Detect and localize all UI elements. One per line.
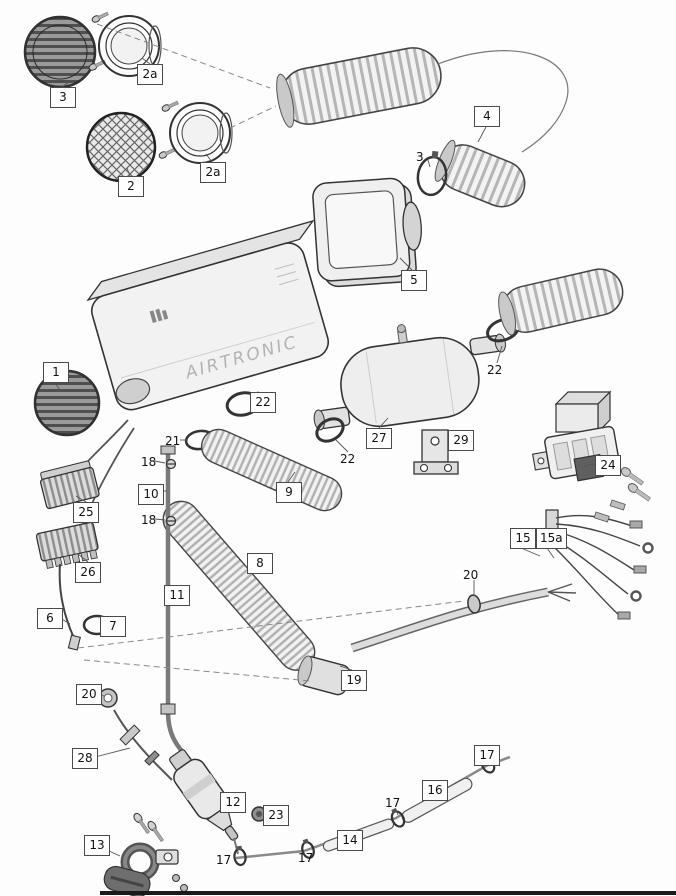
bottom-edge-rule (100, 891, 676, 895)
part-label: 22 (250, 392, 276, 413)
hose-clamp-17-a (233, 845, 247, 867)
end-sleeve-19 (297, 655, 351, 696)
hose-clamp-17-c (390, 807, 406, 828)
part-label: 8 (247, 553, 273, 574)
part-label: 27 (366, 428, 392, 449)
part-label: 4 (474, 106, 500, 127)
screw-18-lower (165, 515, 177, 527)
part-label: 6 (37, 608, 63, 629)
grommet-20 (98, 688, 118, 708)
part-label: 3 (416, 150, 424, 164)
power-cable-20 (350, 583, 577, 653)
part-label: 10 (138, 484, 164, 505)
round-vent-grille (23, 15, 97, 89)
flange-adapter-5 (312, 177, 422, 288)
part-label: 25 (73, 502, 99, 523)
part-label: 28 (72, 748, 98, 769)
part-label: 9 (276, 482, 302, 503)
routing-curve (437, 50, 569, 153)
part-label: 17 (474, 745, 500, 766)
part-label: 20 (463, 568, 479, 582)
part-label: 15 (510, 528, 536, 549)
ring-screws (88, 11, 179, 159)
part-label: 2a (200, 162, 226, 183)
exhaust-clamp-22-inlet (315, 417, 345, 443)
mounting-ring-2a-upper (98, 15, 162, 77)
part-label: 12 (220, 792, 246, 813)
part-label: 23 (263, 805, 289, 826)
fuel-line-28 (113, 709, 173, 781)
part-label: 17 (385, 796, 401, 810)
connector-26 (35, 521, 99, 569)
part-label: 7 (100, 616, 126, 637)
intake-cap-1 (33, 369, 101, 437)
part-label: 14 (337, 830, 363, 851)
muffler-27 (313, 324, 506, 431)
part-label: 22 (340, 452, 356, 466)
kit-screws (620, 467, 644, 486)
sensor-wire-6 (58, 563, 81, 651)
part-label: 29 (448, 430, 474, 451)
screw-18-upper (165, 458, 177, 470)
part-label: 5 (401, 270, 427, 291)
brand-logo-bars (149, 308, 169, 324)
air-duct-top (276, 47, 442, 128)
part-label: 22 (487, 363, 503, 377)
part-label: 26 (75, 562, 101, 583)
part-label: 1 (43, 362, 69, 383)
assembly-guide-lines (77, 23, 465, 682)
part-label: 2 (118, 176, 144, 197)
hose-clamp-17-b (301, 838, 315, 859)
part-label: 18 (141, 455, 157, 469)
part-label: 18 (141, 513, 157, 527)
part-label: 24 (595, 455, 621, 476)
part-label: 17 (298, 851, 314, 865)
part-label: 21 (165, 434, 181, 448)
part-label: 15a (536, 528, 567, 549)
part-label: 13 (84, 835, 110, 856)
part-label: 19 (341, 670, 367, 691)
part-label: 17 (216, 853, 232, 867)
flex-duct-right (498, 268, 624, 336)
combustion-hose-9 (200, 428, 343, 512)
part-label: 11 (164, 585, 190, 606)
wire-terminals (593, 499, 654, 620)
part-label: 2a (137, 64, 163, 85)
part-label: 16 (422, 780, 448, 801)
cable-grommet-20 (467, 594, 481, 614)
part-label: 20 (76, 684, 102, 705)
part-label: 3 (50, 87, 76, 108)
mounting-bracket-29 (413, 429, 459, 475)
pump-bracket-13 (103, 812, 188, 896)
connector-25 (39, 460, 100, 510)
heater-unit: AIRTRONIC (86, 219, 330, 411)
hose-clamp-3 (416, 150, 448, 197)
relay-kit-24 (532, 390, 651, 502)
